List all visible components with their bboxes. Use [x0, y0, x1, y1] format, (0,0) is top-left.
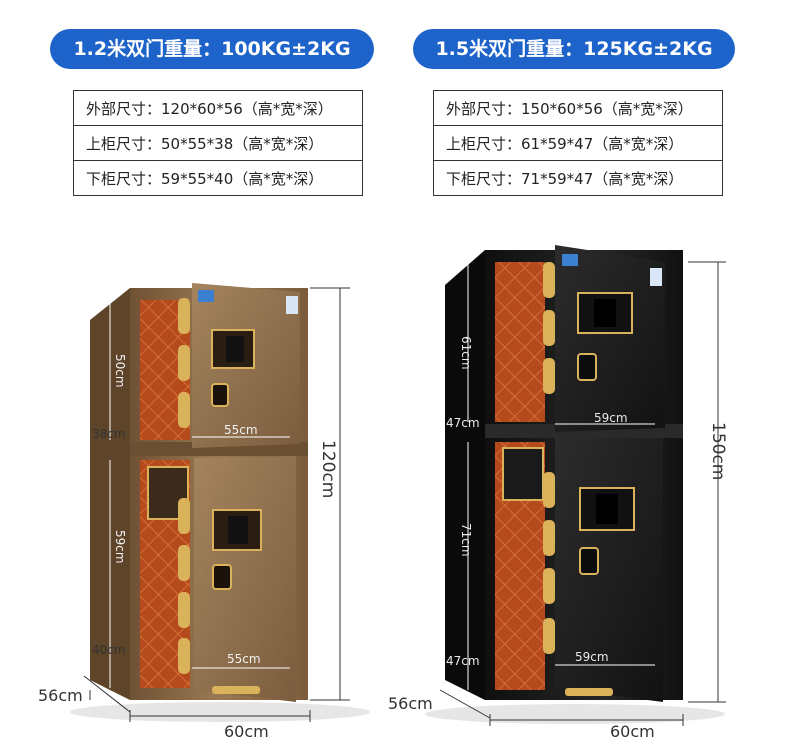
spec-outer: 外部尺寸：150*60*56（高*宽*深）: [433, 90, 723, 126]
weight-badge-1-5m: 1.5米双门重量：125KG±2KG: [413, 29, 735, 69]
dim-label-lower-height: 71cm: [459, 523, 473, 557]
dim-label-height: 120cm: [318, 440, 396, 498]
dim-label-upper-width: 59cm: [594, 411, 628, 425]
spec-row: 上柜尺寸：50*55*38（高*宽*深）: [73, 125, 363, 161]
dim-label-upper-height: 50cm: [113, 354, 127, 388]
spec-row: 下柜尺寸：59*55*40（高*宽*深）: [73, 160, 363, 196]
dim-label-upper-height: 61cm: [459, 336, 473, 370]
dim-label-height: 150cm: [708, 422, 728, 481]
safe-black-image: [425, 245, 726, 726]
dim-label-upper-width: 55cm: [224, 423, 258, 437]
safe-gold-image: [70, 283, 370, 722]
dim-label-depth: 56cm: [38, 686, 83, 705]
dim-label-lower-depth: 47cm: [446, 654, 480, 668]
dim-text: 120cm: [318, 440, 338, 499]
dim-label-lower-width: 55cm: [227, 652, 261, 666]
spec-table-1-5m: 外部尺寸：150*60*56（高*宽*深） 上柜尺寸：61*59*47（高*宽*…: [433, 90, 723, 196]
spec-upper: 上柜尺寸：50*55*38（高*宽*深）: [73, 125, 363, 161]
dim-label-width: 60cm: [610, 722, 655, 741]
spec-lower: 下柜尺寸：71*59*47（高*宽*深）: [433, 160, 723, 196]
dim-label-upper-depth: 47cm: [446, 416, 480, 430]
weight-badge-1-2m: 1.2米双门重量：100KG±2KG: [50, 29, 374, 69]
spec-lower: 下柜尺寸：59*55*40（高*宽*深）: [73, 160, 363, 196]
dim-label-lower-depth: 40cm: [92, 643, 126, 657]
dim-label-width: 60cm: [224, 722, 269, 741]
dim-label-lower-height: 59cm: [113, 530, 127, 564]
dim-label-lower-width: 59cm: [575, 650, 609, 664]
spec-table-1-2m: 外部尺寸：120*60*56（高*宽*深） 上柜尺寸：50*55*38（高*宽*…: [73, 90, 363, 196]
spec-row: 外部尺寸：150*60*56（高*宽*深）: [433, 90, 723, 126]
spec-row: 下柜尺寸：71*59*47（高*宽*深）: [433, 160, 723, 196]
spec-row: 上柜尺寸：61*59*47（高*宽*深）: [433, 125, 723, 161]
dim-label-upper-depth: 38cm: [92, 427, 126, 441]
spec-upper: 上柜尺寸：61*59*47（高*宽*深）: [433, 125, 723, 161]
dim-label-depth: 56cm: [388, 694, 433, 713]
